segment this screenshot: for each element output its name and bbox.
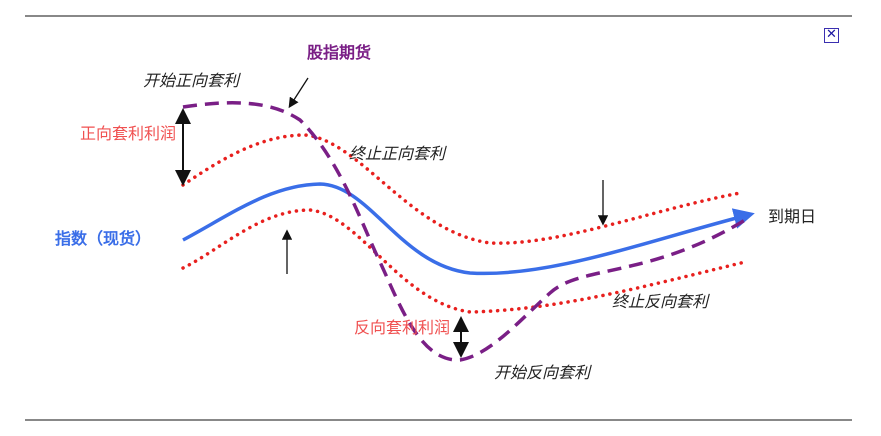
close-icon[interactable]: ✕ — [824, 28, 839, 43]
forward-arb-profit-label: 正向套利利润 — [80, 124, 177, 143]
index-spot-label: 指数（现货） — [55, 229, 152, 248]
lower-bound-line — [181, 208, 747, 314]
reverse-arb-profit-label: 反向套利利润 — [354, 318, 451, 337]
start-forward-arb-label: 开始正向套利 — [143, 71, 240, 90]
futures-pointer-arrow — [288, 77, 309, 109]
upper-bound-line — [181, 133, 742, 245]
stop-forward-arb-label: 终止正向套利 — [349, 144, 446, 163]
futures-line — [182, 101, 746, 362]
expiry-date-label: 到期日 — [768, 207, 817, 226]
index-spot-line — [182, 182, 755, 276]
start-reverse-arb-label: 开始反向套利 — [494, 363, 591, 382]
stop-reverse-arb-label: 终止反向套利 — [612, 292, 709, 311]
futures-label: 股指期货 — [307, 43, 372, 62]
